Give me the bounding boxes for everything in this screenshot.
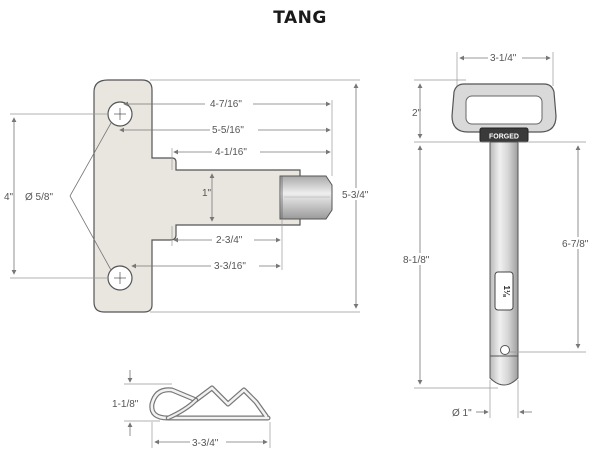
hitch-pin-part: FORGED 1⅛ xyxy=(451,83,557,386)
pin-handle-height-label: 2" xyxy=(412,108,422,119)
dim-2-3-4: 2-3/4" xyxy=(216,235,243,246)
tang-total-height-label: 5-3/4" xyxy=(342,190,369,201)
clip-height-label: 1-1/8" xyxy=(112,399,139,410)
tang-hole-dia-label: Ø 5/8" xyxy=(25,192,53,203)
dim-4-1-16: 4-1/16" xyxy=(215,147,247,158)
pin-usable-length-label: 6-7/8" xyxy=(562,239,589,250)
tang-dimensions: 4" Ø 5/8" 4-7/16" 5-5/16" 4-1/16" 1" 2-3… xyxy=(4,79,374,313)
pin-cross-hole xyxy=(500,345,510,355)
pin-handle-width-label: 3-1/4" xyxy=(490,53,517,64)
dim-1-inch: 1" xyxy=(202,188,212,199)
size-stamp: 1⅛ xyxy=(502,285,511,297)
hairpin-clip-part xyxy=(149,385,271,421)
tang-height-label: 4" xyxy=(4,192,14,203)
pin-diameter-label: Ø 1" xyxy=(452,408,472,419)
clip-dimensions: 1-1/8" 3-3/4" xyxy=(112,370,271,449)
clip-length-label: 3-3/4" xyxy=(192,438,219,449)
dim-5-5-16: 5-5/16" xyxy=(212,125,244,136)
dim-3-3-16: 3-3/16" xyxy=(214,261,246,272)
tang-part xyxy=(93,79,333,313)
drawing-title: TANG xyxy=(273,8,327,28)
pin-total-length-label: 8-1/8" xyxy=(403,255,430,266)
forged-label: FORGED xyxy=(489,134,519,141)
dim-4-7-16: 4-7/16" xyxy=(210,99,242,110)
pin-dimensions: 3-1/4" 2" 8-1/8" 6-7/8" Ø 1" xyxy=(402,51,596,419)
